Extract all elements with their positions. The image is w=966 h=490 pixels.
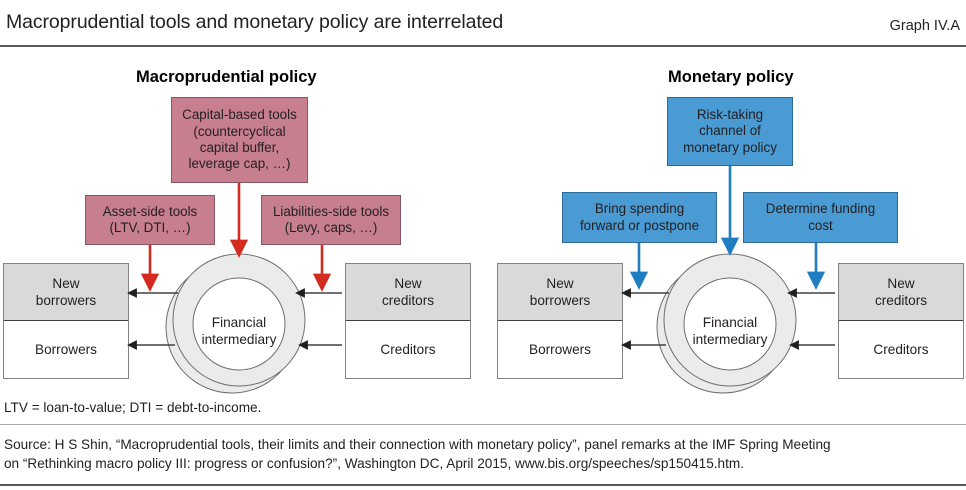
ledger-line: New [394,276,422,291]
box-line: cost [808,217,833,233]
ledger-cell-creditors: Creditors [839,321,963,378]
ledger-cell-borrowers: Borrowers [498,321,622,378]
circle-label-line: Financial [702,315,758,330]
box-line: monetary policy [683,139,777,155]
box-line: (LTV, DTI, …) [109,220,191,235]
circle-label-line: Financial [211,315,267,330]
circle-label-financial-intermediary-right: Financial intermediary [670,315,790,348]
panel-title-monetary: Monetary policy [668,68,794,86]
header-divider [0,45,966,47]
box-line: (countercyclical [193,123,286,139]
box-line: channel of [699,123,761,139]
ledger-borrowers-left: New borrowers Borrowers [3,263,129,379]
circle-label-line: intermediary [201,331,277,347]
box-line: (Levy, caps, …) [284,220,378,235]
ledger-line: New [887,276,915,291]
box-line: Asset-side tools [102,203,198,219]
box-line: forward or postpone [579,217,700,233]
page-title: Macroprudential tools and monetary polic… [6,11,504,33]
ledger-cell-creditors: Creditors [346,321,470,378]
ledger-line: borrowers [529,293,591,308]
box-line: Liabilities-side tools [272,203,390,219]
box-line: Risk-taking [696,106,764,122]
panel-title-macroprudential: Macroprudential policy [136,68,317,86]
ledger-line: Creditors [873,342,929,357]
ledger-line: creditors [381,293,435,308]
box-asset-side-tools[interactable]: Asset-side tools (LTV, DTI, …) [85,195,215,245]
ledger-creditors-left: New creditors Creditors [345,263,471,379]
box-line: leverage cap, …) [188,156,291,172]
ledger-line: borrowers [35,293,97,308]
box-line: Determine funding [765,201,876,217]
graph-number-label: Graph IV.A [889,18,960,34]
footnote-source-line-2: on “Rethinking macro policy III: progres… [4,456,744,471]
footnote-source-line-1: Source: H S Shin, “Macroprudential tools… [4,437,831,452]
ledger-cell-new-borrowers: New borrowers [498,264,622,321]
bottom-divider [0,484,966,486]
footnote-abbreviations: LTV = loan-to-value; DTI = debt-to-incom… [4,400,262,415]
ledger-cell-new-borrowers: New borrowers [4,264,128,321]
box-line: capital buffer, [199,140,280,155]
ledger-cell-borrowers: Borrowers [4,321,128,378]
ledger-line: Creditors [380,342,436,357]
circle-label-financial-intermediary-left: Financial intermediary [179,315,299,348]
circle-label-line: intermediary [692,331,768,347]
box-liabilities-side-tools[interactable]: Liabilities-side tools (Levy, caps, …) [261,195,401,245]
ledger-line: creditors [874,293,928,308]
ledger-cell-new-creditors: New creditors [839,264,963,321]
box-risk-taking-channel[interactable]: Risk-taking channel of monetary policy [667,97,793,166]
ledger-line: New [546,276,574,291]
ledger-borrowers-right: New borrowers Borrowers [497,263,623,379]
ledger-line: Borrowers [529,342,591,357]
box-line: Capital-based tools [182,107,297,123]
ledger-creditors-right: New creditors Creditors [838,263,964,379]
box-line: Bring spending [594,201,685,217]
ledger-line: New [52,276,80,291]
box-determine-funding-cost[interactable]: Determine funding cost [743,192,898,243]
footnote-divider [0,424,966,425]
box-capital-based-tools[interactable]: Capital-based tools (countercyclical cap… [171,97,308,183]
ledger-cell-new-creditors: New creditors [346,264,470,321]
box-bring-spending-forward[interactable]: Bring spending forward or postpone [562,192,717,243]
ledger-line: Borrowers [35,342,97,357]
